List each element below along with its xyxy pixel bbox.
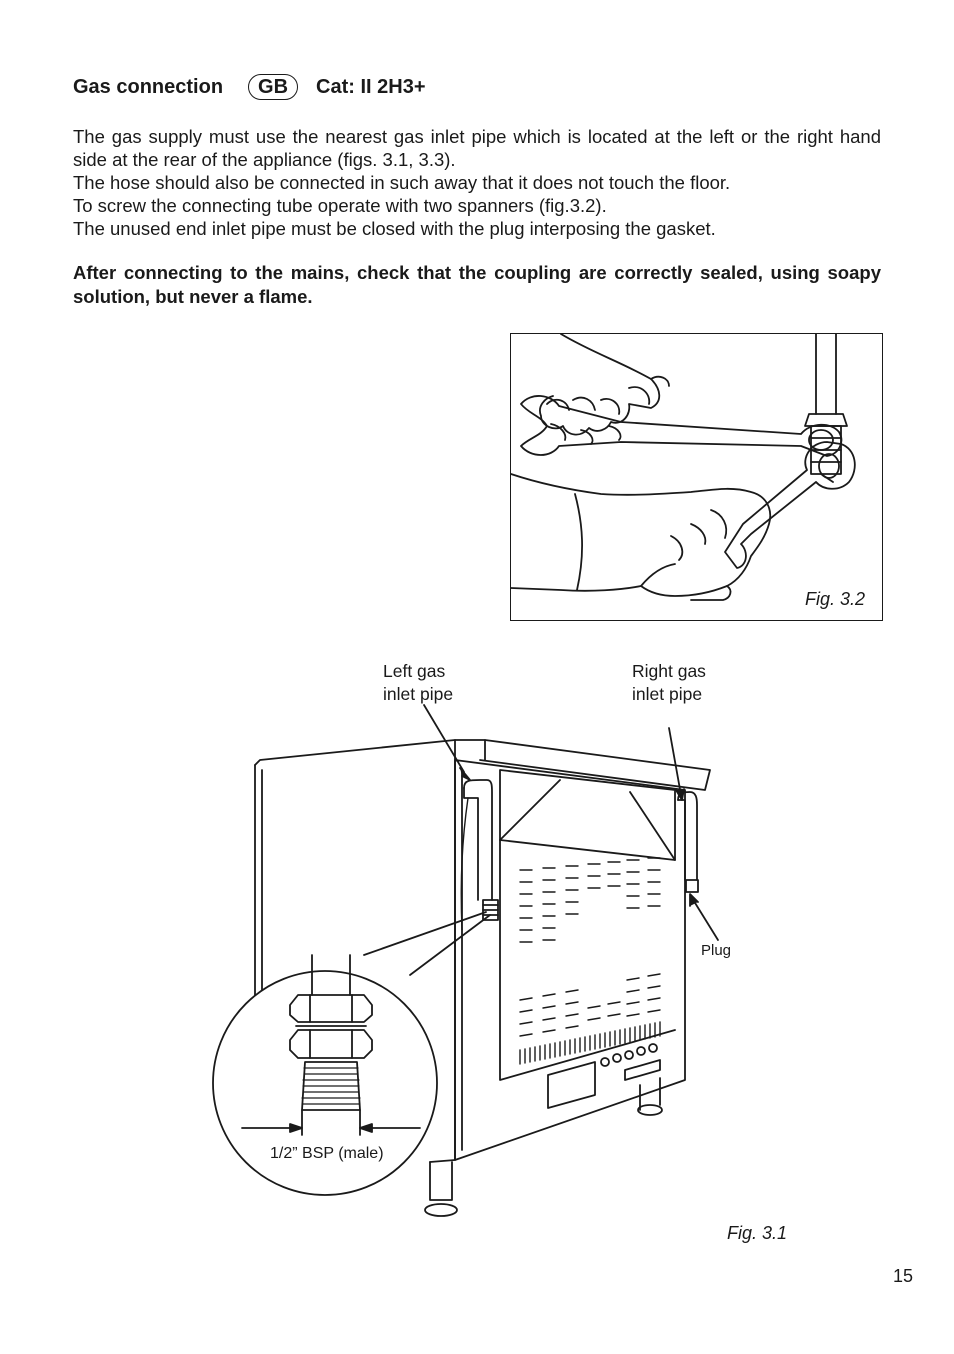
paragraph-hose: The hose should also be connected in suc… [73, 172, 731, 193]
spanners-illustration [511, 334, 856, 601]
right-inlet-label: Right gas inlet pipe [632, 660, 706, 706]
instructions-text: The gas supply must use the nearest gas … [73, 125, 881, 240]
left-inlet-label-line2: inlet pipe [383, 684, 454, 704]
figure-3-2-caption: Fig. 3.2 [804, 589, 865, 609]
section-heading: Gas connection GB Cat: II 2H3+ [73, 74, 426, 100]
figure-spanners: Fig. 3.2 [510, 333, 883, 621]
figure-3-1-caption: Fig. 3.1 [727, 1223, 788, 1243]
safety-warning: After connecting to the mains, check tha… [73, 262, 881, 307]
heading-title: Gas connection [73, 75, 224, 98]
paragraph-plug: The unused end inlet pipe must be closed… [73, 218, 716, 239]
page-number: 15 [893, 1266, 914, 1286]
gas-category: Cat: II 2H3+ [316, 75, 426, 98]
thread-size-label: 1/2” BSP (male) [270, 1145, 384, 1162]
plug-label: Plug [701, 942, 732, 959]
left-inlet-label-line1: Left gas [383, 661, 446, 681]
country-badge: GB [248, 74, 299, 100]
paragraph-gas-supply: The gas supply must use the nearest gas … [73, 126, 881, 170]
right-inlet-label-line1: Right gas [632, 661, 706, 681]
right-inlet-label-line2: inlet pipe [632, 684, 703, 704]
left-inlet-label: Left gas inlet pipe [383, 660, 453, 706]
paragraph-spanners: To screw the connecting tube operate wit… [73, 195, 607, 216]
